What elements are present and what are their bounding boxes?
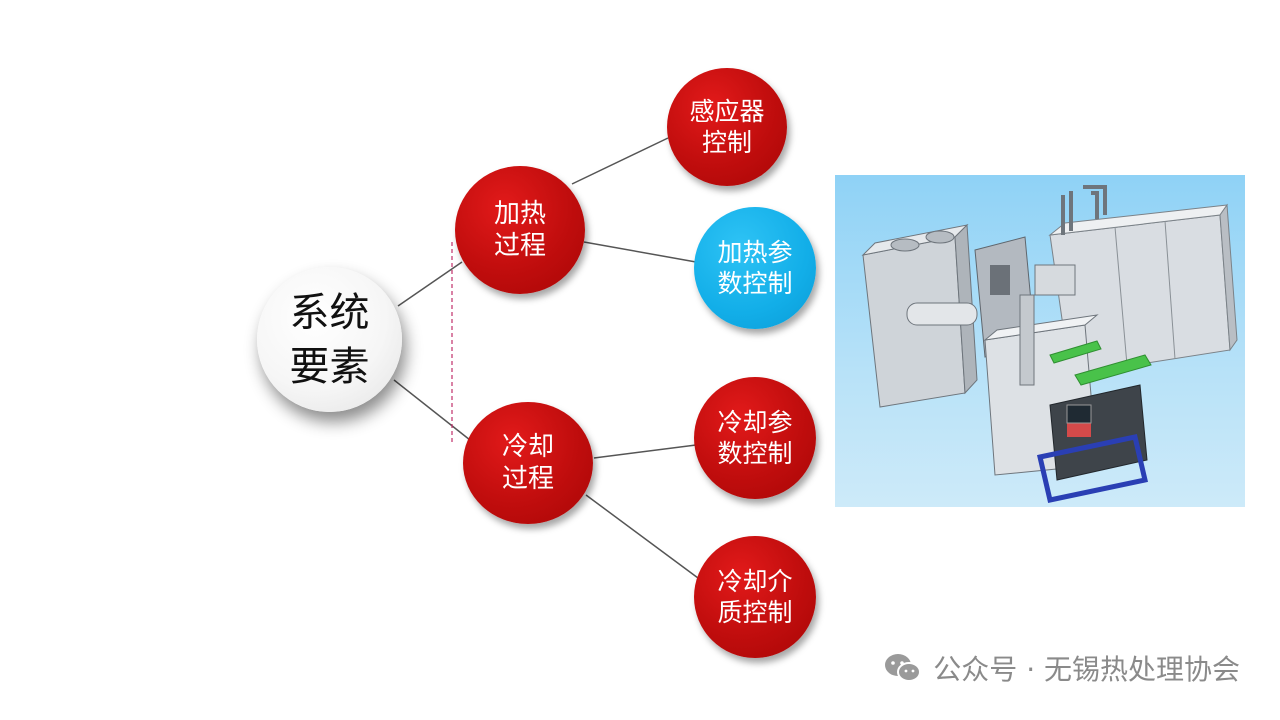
wechat-icon: [883, 652, 923, 684]
connector-root-cooling: [393, 379, 471, 441]
node-heating-params-control: 加热参 数控制: [694, 207, 816, 329]
cooling-medium-label: 冷却介 质控制: [717, 566, 793, 627]
node-cooling-params-control: 冷却参 数控制: [694, 377, 816, 499]
watermark-text: 公众号 · 无锡热处理协会: [933, 653, 1240, 686]
connector-heating-sensor: [571, 137, 669, 185]
connector-cooling-params: [593, 444, 697, 459]
root-label: 系统 要素: [289, 289, 370, 390]
node-heating-process: 加热 过程: [455, 166, 585, 294]
node-sensor-control: 感应器 控制: [667, 68, 787, 186]
connector-root-heating: [397, 261, 463, 307]
heating-process-label: 加热 过程: [493, 198, 546, 262]
cooling-params-label: 冷却参 数控制: [717, 407, 793, 468]
heating-params-label: 加热参 数控制: [717, 237, 793, 298]
sensor-control-label: 感应器 控制: [689, 96, 765, 157]
node-cooling-process: 冷却 过程: [463, 402, 593, 524]
connector-heating-params: [583, 241, 697, 263]
machine-image: [835, 175, 1245, 507]
watermark: 公众号 · 无锡热处理协会: [883, 648, 1240, 688]
induction-machine-illustration: [861, 185, 1238, 503]
root-node: 系统 要素: [257, 267, 402, 412]
node-cooling-medium-control: 冷却介 质控制: [694, 536, 816, 658]
cooling-process-label: 冷却 过程: [501, 431, 554, 495]
connector-cooling-medium: [585, 494, 699, 579]
